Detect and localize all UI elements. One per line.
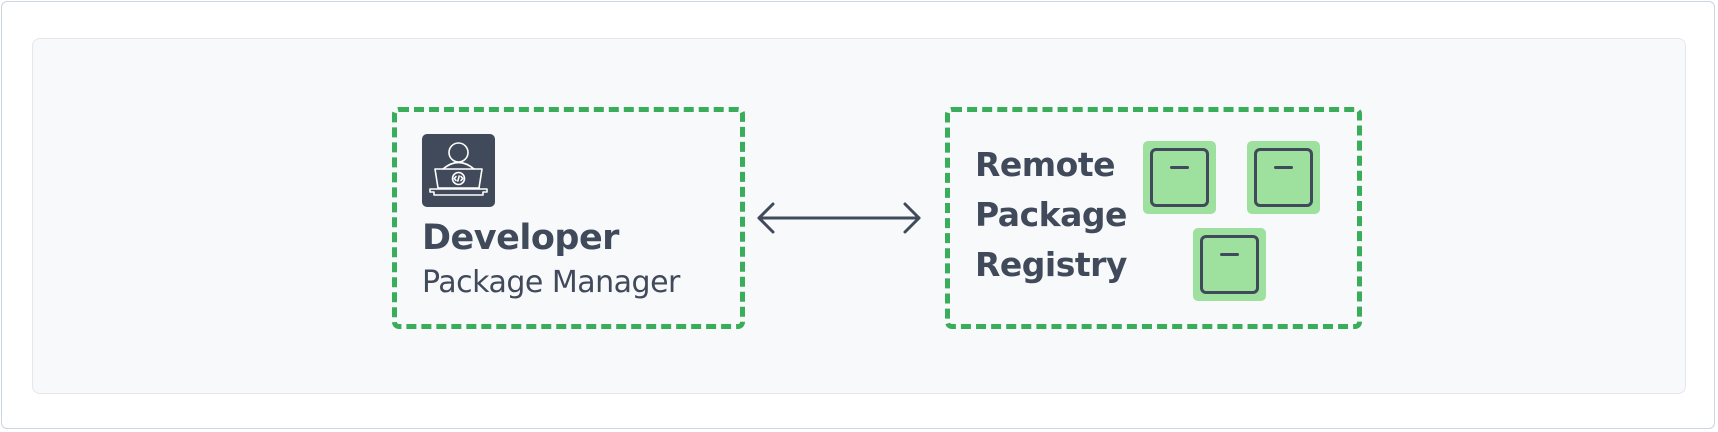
developer-title: Developer <box>422 218 619 258</box>
package-box-icon <box>1193 228 1266 301</box>
package-box-icon <box>1143 141 1216 214</box>
bidirectional-arrow-icon <box>755 200 925 240</box>
package-manager-subtitle: Package Manager <box>422 265 680 300</box>
registry-box <box>945 107 1362 329</box>
registry-label-line-1: Remote <box>975 145 1116 184</box>
registry-label-line-2: Package <box>975 195 1127 234</box>
developer-laptop-icon <box>422 134 495 207</box>
developer-box <box>392 107 745 329</box>
package-box-icon <box>1247 141 1320 214</box>
diagram-panel <box>32 38 1686 394</box>
registry-label-line-3: Registry <box>975 245 1127 284</box>
